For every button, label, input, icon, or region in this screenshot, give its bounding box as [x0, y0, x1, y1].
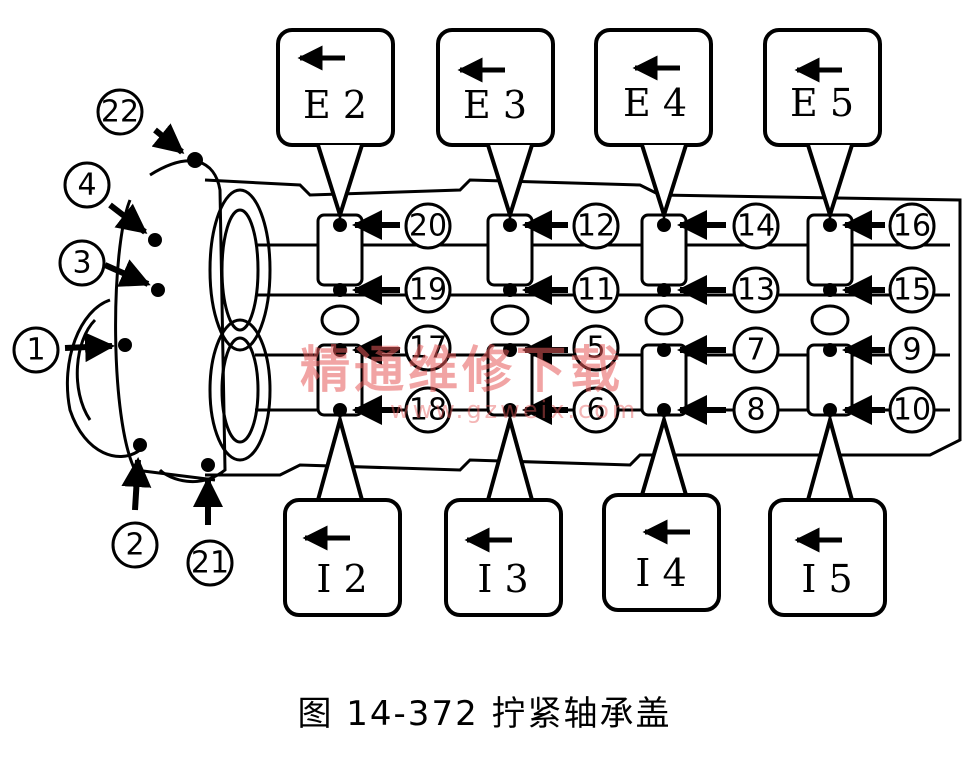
figure-caption: 图 14-372 拧紧轴承盖 — [297, 694, 672, 734]
seq-14: 14 — [737, 209, 775, 244]
box-e5-label: E 5 — [790, 81, 854, 125]
seq-4: 4 — [77, 168, 96, 203]
box-e3-label: E 3 — [463, 83, 527, 127]
seq-6: 6 — [586, 393, 605, 428]
seq-20: 20 — [409, 209, 447, 244]
seq-17: 17 — [409, 331, 447, 366]
seq-9: 9 — [902, 333, 921, 368]
seq-18: 18 — [409, 393, 447, 428]
box-i4: I 4 — [602, 412, 721, 612]
seq-21: 21 — [191, 546, 229, 581]
seq-16: 16 — [893, 209, 931, 244]
seq-2: 2 — [125, 528, 144, 563]
box-e5: E 5 — [763, 28, 882, 222]
sequence-numbers: 20 12 14 16 19 11 13 15 17 5 7 9 18 6 8 … — [26, 95, 931, 581]
box-i3-label: I 3 — [477, 557, 528, 601]
seq-11: 11 — [577, 273, 615, 308]
box-i2: I 2 — [283, 412, 402, 617]
box-e4: E 4 — [594, 28, 713, 222]
box-i3: I 3 — [444, 412, 563, 617]
seq-15: 15 — [893, 273, 931, 308]
box-e2: E 2 — [276, 28, 395, 222]
top-label-boxes: E 2 E 3 E 4 E 5 — [276, 28, 882, 222]
cylinder-head-outline — [149, 159, 962, 484]
box-i5-label: I 5 — [801, 557, 852, 601]
box-e4-label: E 4 — [623, 81, 687, 125]
camshaft-bearing-cap-diagram: E 2 E 3 E 4 E 5 I 2 — [12, 28, 962, 617]
bearing-caps — [316, 213, 854, 417]
seq-8: 8 — [746, 393, 765, 428]
seq-12: 12 — [577, 209, 615, 244]
box-i4-label: I 4 — [635, 551, 686, 595]
seq-3: 3 — [72, 246, 91, 281]
box-i2-label: I 2 — [316, 557, 367, 601]
seq-10: 10 — [893, 393, 931, 428]
sequence-arrows — [64, 123, 885, 525]
timing-gear-housing — [65, 188, 272, 482]
box-e3: E 3 — [436, 28, 555, 222]
cap-bolts — [118, 152, 837, 472]
box-i5: I 5 — [768, 412, 887, 617]
seq-13: 13 — [737, 273, 775, 308]
seq-19: 19 — [409, 273, 447, 308]
box-e2-label: E 2 — [303, 83, 367, 127]
bottom-label-boxes: I 2 I 3 I 4 I 5 — [283, 412, 887, 617]
seq-5: 5 — [586, 331, 605, 366]
seq-1: 1 — [26, 333, 45, 368]
seq-7: 7 — [746, 333, 765, 368]
seq-22: 22 — [101, 95, 139, 130]
sequence-circles — [12, 88, 936, 587]
